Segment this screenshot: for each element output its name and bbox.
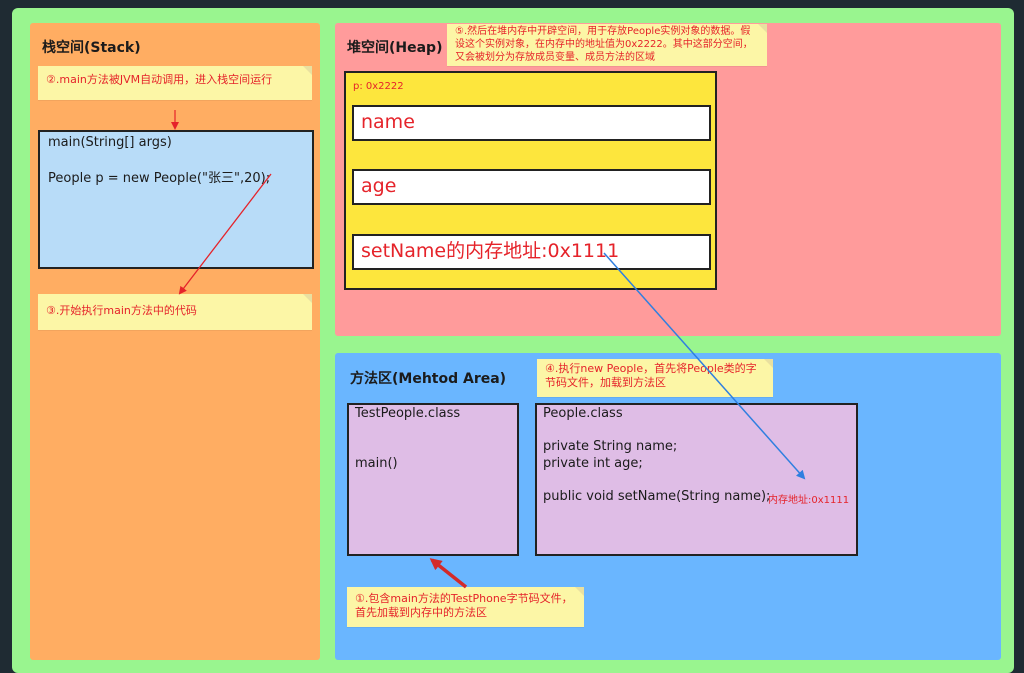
people-setname-method: public void setName(String name); <box>543 489 771 504</box>
note-step-3: ③.开始执行main方法中的代码 <box>38 294 312 330</box>
people-field-age: private int age; <box>543 456 643 471</box>
setname-memory-address: 内存地址:0x1111 <box>768 495 850 506</box>
people-heap-object: p: 0x2222 name age setName的内存地址:0x1111 <box>344 71 717 290</box>
note-step-5: ⑤.然后在堆内存中开辟空间，用于存放People实例对象的数据。假设这个实例对象… <box>447 24 767 66</box>
people-class-box: People.class private String name; privat… <box>535 403 858 556</box>
people-field-name: private String name; <box>543 439 678 454</box>
object-address: p: 0x2222 <box>353 81 404 92</box>
testpeople-class-title: TestPeople.class <box>355 406 461 421</box>
stack-title: 栈空间(Stack) <box>42 40 141 56</box>
arrow-note1-to-testpeople <box>429 558 468 589</box>
main-stack-frame: main(String[] args) People p = new Peopl… <box>38 130 314 269</box>
note-step-2: ②.main方法被JVM自动调用，进入栈空间运行 <box>38 66 312 100</box>
field-name: name <box>352 105 711 141</box>
field-age: age <box>352 169 711 205</box>
method-area-title: 方法区(Mehtod Area) <box>350 371 507 387</box>
testpeople-main-method: main() <box>355 456 398 471</box>
note-step-4: ④.执行new People，首先将People类的字节码文件，加载到方法区 <box>537 359 773 397</box>
field-setname-address: setName的内存地址:0x1111 <box>352 234 711 270</box>
arrow-setname-to-method <box>603 252 806 480</box>
heap-title: 堆空间(Heap) <box>347 40 443 56</box>
note-step-1: ①.包含main方法的TestPhone字节码文件，首先加载到内存中的方法区 <box>347 587 584 627</box>
testpeople-class-box: TestPeople.class main() <box>347 403 519 556</box>
arrow-frame-to-note3 <box>178 173 272 295</box>
people-class-title: People.class <box>543 406 623 421</box>
main-frame-statement: People p = new People("张三",20); <box>48 171 271 186</box>
main-frame-signature: main(String[] args) <box>48 135 172 150</box>
